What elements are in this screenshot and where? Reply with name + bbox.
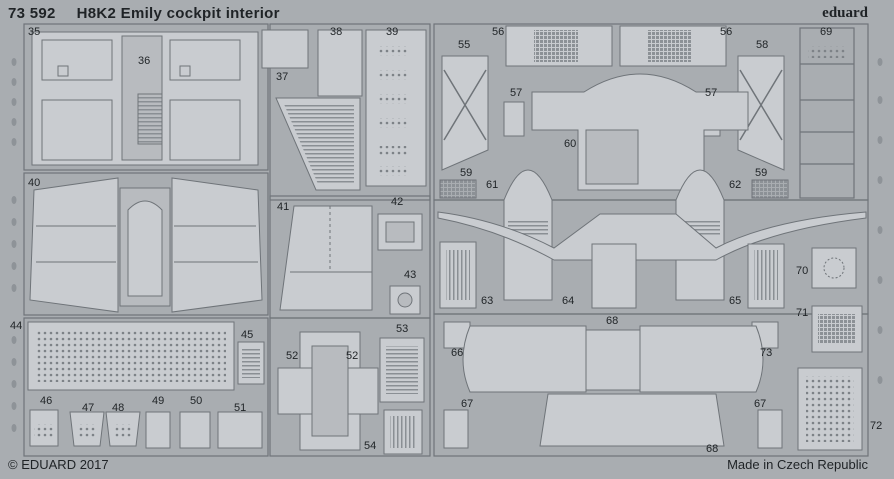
- part-68: [462, 325, 764, 447]
- part-number-label: 61: [486, 179, 499, 191]
- part-number-label: 38: [330, 26, 343, 38]
- part-51: [217, 411, 263, 449]
- part-number-label: 66: [451, 347, 464, 359]
- part-number-label: 40: [28, 177, 41, 189]
- part-number-label: 49: [152, 395, 165, 407]
- part-49: [145, 411, 171, 449]
- part-number-label: 36: [138, 55, 151, 67]
- part-number-label: 67: [461, 398, 474, 410]
- part-39: [365, 29, 427, 187]
- part-number-label: 71: [796, 307, 809, 319]
- part-number-label: 65: [729, 295, 742, 307]
- part-number-label: 43: [404, 269, 417, 281]
- part-67: [443, 409, 469, 449]
- part-number-label: 53: [396, 323, 409, 335]
- part-number-label: 72: [870, 420, 883, 432]
- part-35: [31, 31, 259, 166]
- part-41: [279, 205, 373, 311]
- part-number-label: 47: [82, 402, 95, 414]
- part-number-label: 42: [391, 196, 404, 208]
- brand-logo: eduard: [822, 5, 868, 21]
- product-title-block: 73 592 H8K2 Emily cockpit interior: [8, 6, 280, 21]
- part-60: [531, 73, 749, 191]
- part-number-label: 44: [10, 320, 23, 332]
- part-number-label: 59: [755, 167, 768, 179]
- product-code: 73 592: [8, 5, 56, 22]
- part-number-label: 48: [112, 402, 125, 414]
- part-69: [799, 27, 855, 199]
- part-number-label: 68: [606, 315, 619, 327]
- product-title: H8K2 Emily cockpit interior: [76, 5, 280, 22]
- part-56: [505, 25, 727, 67]
- part-40: [29, 177, 263, 313]
- part-number-label: 45: [241, 329, 254, 341]
- part-50: [179, 411, 211, 449]
- part-number-label: 62: [729, 179, 742, 191]
- part-number-label: 57: [510, 87, 523, 99]
- part-45: [237, 341, 265, 385]
- part-number-label: 46: [40, 395, 53, 407]
- part-number-label: 68: [706, 443, 719, 455]
- part-43: [389, 285, 421, 315]
- part-number-label: 50: [190, 395, 203, 407]
- part-52: [277, 331, 379, 451]
- part-37: [261, 29, 309, 69]
- part-number-label: 64: [562, 295, 575, 307]
- part-59: [439, 179, 789, 199]
- part-57: [503, 101, 525, 137]
- copyright-text: © EDUARD 2017: [8, 457, 109, 472]
- part-42: [377, 213, 423, 251]
- part-number-label: 57: [705, 87, 718, 99]
- part-number-label: 67: [754, 398, 767, 410]
- part-number-label: 54: [364, 440, 377, 452]
- part-70: [811, 247, 857, 289]
- part-number-label: 51: [234, 402, 247, 414]
- part-number-label: 55: [458, 39, 471, 51]
- part-number-label: 60: [564, 138, 577, 150]
- part-number-label: 56: [492, 26, 505, 38]
- part-number-label: 70: [796, 265, 809, 277]
- part-number-label: 41: [277, 201, 290, 213]
- part-number-label: 37: [276, 71, 289, 83]
- part-number-label: 59: [460, 167, 473, 179]
- part-number-label: 69: [820, 26, 833, 38]
- part-number-label: 73: [760, 347, 773, 359]
- part-number-label: 63: [481, 295, 494, 307]
- part-number-label: 35: [28, 26, 41, 38]
- part-number-label: 39: [386, 26, 399, 38]
- part-number-label: 52: [286, 350, 299, 362]
- part-38: [275, 29, 363, 191]
- part-number-label: 52: [346, 350, 359, 362]
- part-number-label: 56: [720, 26, 733, 38]
- part-64: [591, 243, 637, 309]
- part-number-label: 58: [756, 39, 769, 51]
- part-44: [27, 321, 235, 391]
- origin-text: Made in Czech Republic: [727, 457, 868, 472]
- part-55: [441, 55, 489, 171]
